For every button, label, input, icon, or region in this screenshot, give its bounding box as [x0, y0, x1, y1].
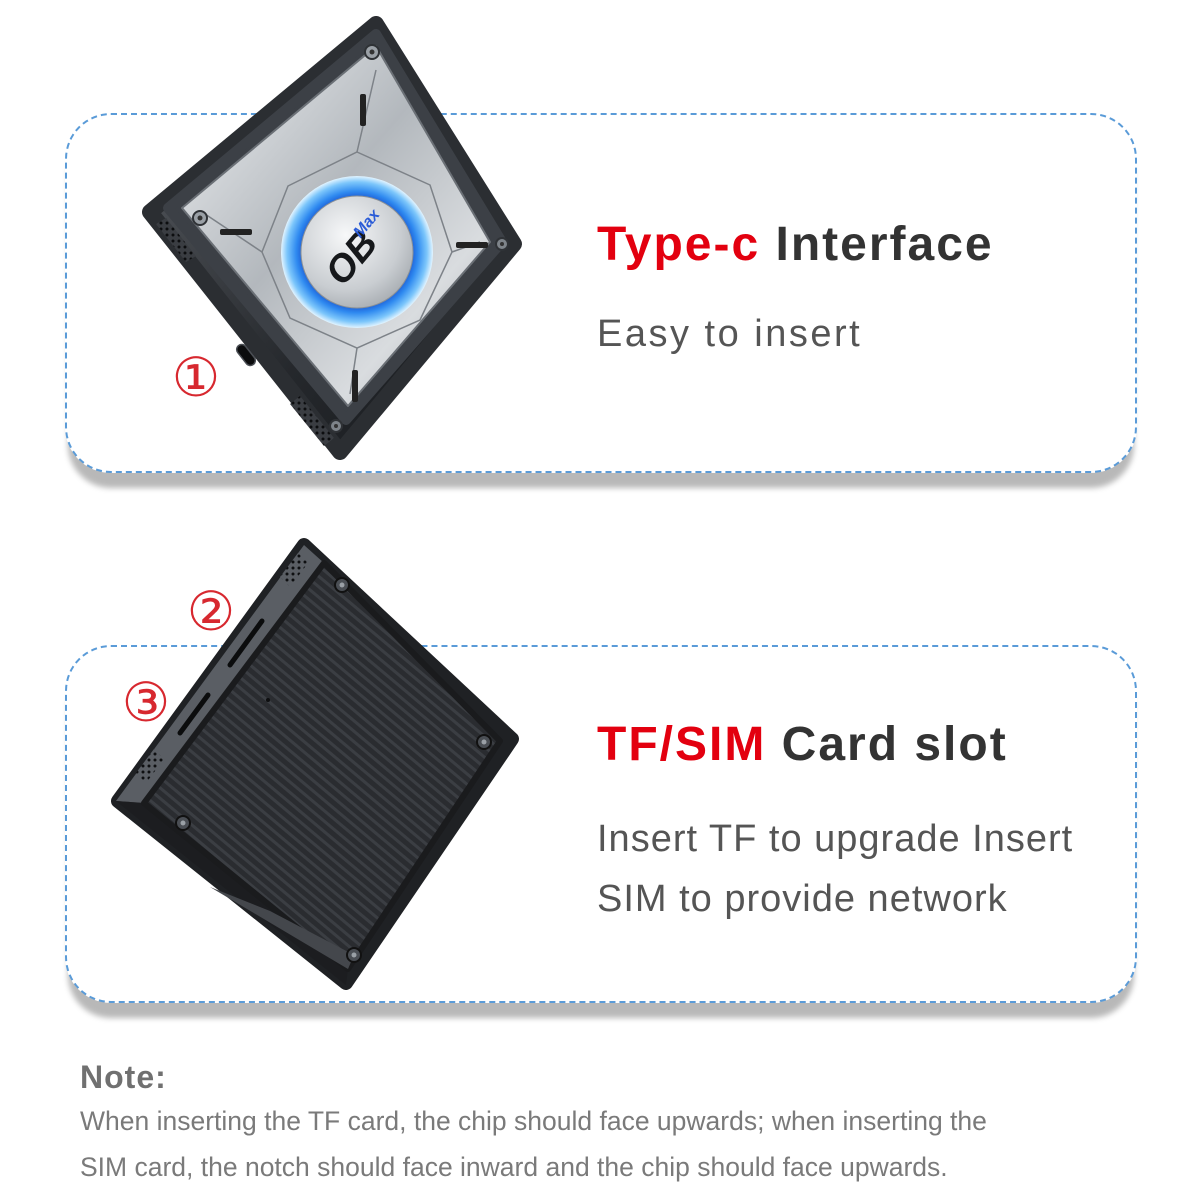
feature-title-rest: Interface	[775, 218, 994, 271]
screw	[364, 44, 380, 60]
note-body: When inserting the TF card, the chip sho…	[80, 1098, 987, 1190]
note-label: Note:	[80, 1059, 167, 1095]
sim-card-slot-icon	[177, 692, 211, 736]
callout-number-2: ②	[186, 580, 236, 643]
logo-disc	[300, 195, 414, 309]
callout-number-1: ①	[171, 346, 221, 409]
feature-title-highlight: Type-c	[597, 218, 761, 271]
screw	[495, 237, 509, 251]
screw	[192, 210, 208, 226]
vent-grille	[136, 749, 164, 783]
vent-slot	[360, 94, 366, 126]
device-bottom-illustration	[111, 538, 519, 990]
note-line: When inserting the TF card, the chip sho…	[80, 1106, 987, 1136]
callout-number-3: ③	[121, 671, 171, 734]
vent-grille	[156, 218, 196, 262]
feature-title-highlight: TF/SIM	[597, 718, 767, 771]
usb-c-port-icon	[235, 343, 257, 367]
vent-slot	[456, 242, 488, 248]
device-side-wall-lower	[116, 801, 348, 985]
feature-title-rest: Card slot	[781, 718, 1008, 771]
device-accent-panel	[210, 887, 354, 969]
pinhole	[266, 698, 270, 702]
vent-slot	[352, 370, 358, 402]
screw	[334, 577, 350, 593]
feature-description-line: SIM to provide network	[597, 878, 1008, 920]
screw	[329, 419, 343, 433]
vent-grille	[290, 396, 334, 446]
note-line: SIM card, the notch should face inward a…	[80, 1152, 948, 1182]
feature-title-type-c: Type-c Interface	[597, 217, 994, 273]
feature-title-tf-sim: TF/SIM Card slot	[597, 717, 1008, 773]
product-image-top-view: OB Max	[140, 10, 530, 470]
tf-card-slot-icon	[227, 618, 265, 668]
vent-slot	[220, 229, 252, 235]
screw	[175, 815, 191, 831]
product-image-bottom-view	[110, 535, 520, 990]
device-side-wall	[116, 545, 324, 803]
feature-description-line: Insert TF to upgrade Insert	[597, 818, 1074, 860]
screw	[476, 734, 492, 750]
vent-grille	[280, 553, 308, 587]
screw	[346, 947, 362, 963]
device-top-illustration: OB Max	[142, 16, 522, 460]
feature-description: Easy to insert	[597, 313, 863, 355]
feature-description: Insert TF to upgrade Insert SIM to provi…	[597, 809, 1073, 929]
